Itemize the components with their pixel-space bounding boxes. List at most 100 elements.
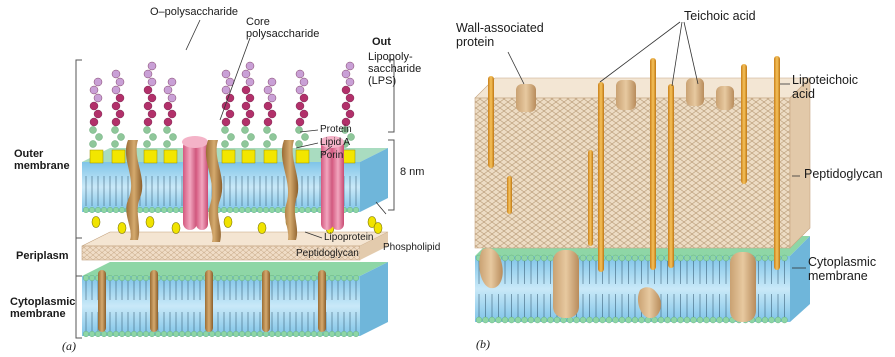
phospholipid-head — [684, 317, 690, 323]
o-chain-bead — [144, 102, 152, 110]
phospholipid-head — [347, 331, 353, 337]
phospholipid-head — [535, 317, 541, 323]
phospholipid-head — [541, 317, 547, 323]
phospholipid-head — [509, 255, 515, 261]
phospholipid-head — [167, 331, 173, 337]
cytoplasmic-membrane-a — [82, 262, 388, 337]
phospholipid-head — [269, 207, 275, 213]
phospholipid-head — [263, 331, 269, 337]
phospholipid-head — [101, 331, 107, 337]
phospholipid-head — [107, 331, 113, 337]
o-chain-bead — [246, 62, 254, 70]
phospholipid-head — [131, 275, 137, 281]
phospholipid-head — [83, 207, 89, 213]
o-chain-bead — [300, 94, 308, 102]
phospholipid-head — [600, 317, 606, 323]
phospholipid-head — [275, 331, 281, 337]
o-chain-bead — [342, 102, 350, 110]
o-chain-bead — [148, 78, 156, 86]
phospholipid-head — [185, 331, 191, 337]
lipoprotein — [92, 217, 100, 228]
phospholipid-head — [619, 255, 625, 261]
o-chain-bead — [222, 86, 230, 94]
phospholipid-head — [137, 207, 143, 213]
o-chain-bead — [94, 78, 102, 86]
phospholipid-head — [671, 317, 677, 323]
phospholipid-head — [710, 255, 716, 261]
phospholipid-head — [89, 331, 95, 337]
label-core-polysaccharide: Core polysaccharide — [246, 16, 319, 40]
core-bead — [144, 127, 151, 134]
core-bead — [112, 141, 119, 148]
o-chain-bead — [300, 110, 308, 118]
lipid-a-block — [164, 150, 177, 163]
core-bead — [164, 141, 171, 148]
phospholipid-head — [125, 275, 131, 281]
phospholipid-head — [639, 317, 645, 323]
o-chain-bead — [116, 110, 124, 118]
phospholipid-head — [347, 275, 353, 281]
phospholipid-head — [704, 317, 710, 323]
lipid-a-block — [264, 150, 277, 163]
o-chain-bead — [168, 78, 176, 86]
phospholipid-head — [619, 317, 625, 323]
o-chain-bead — [94, 110, 102, 118]
phospholipid-head — [632, 317, 638, 323]
o-chain-bead — [168, 94, 176, 102]
o-chain-bead — [342, 70, 350, 78]
lipid-a-block — [222, 150, 235, 163]
phospholipid-head — [541, 255, 547, 261]
core-bead — [270, 134, 277, 141]
phospholipid-head — [691, 255, 697, 261]
o-chain-bead — [264, 86, 272, 94]
phospholipid-head — [263, 207, 269, 213]
phospholipid-head — [197, 331, 203, 337]
o-chain-bead — [144, 86, 152, 94]
phospholipid-head — [580, 255, 586, 261]
lipid-a-block — [296, 150, 309, 163]
phospholipid-head — [119, 207, 125, 213]
phospholipid-head — [281, 331, 287, 337]
phospholipid-head — [782, 317, 788, 323]
o-chain-bead — [90, 118, 98, 126]
phospholipid-head — [143, 275, 149, 281]
phospholipid-head — [233, 275, 239, 281]
phospholipid-head — [762, 317, 768, 323]
label-phospholipid: Phospholipid — [383, 242, 440, 253]
phospholipid-head — [335, 275, 341, 281]
phospholipid-head — [574, 317, 580, 323]
phospholipid-head — [587, 317, 593, 323]
phospholipid-head — [522, 255, 528, 261]
label-wall-associated-protein: Wall-associated protein — [456, 22, 544, 50]
label-lipoteichoic-acid: Lipoteichoic acid — [792, 74, 858, 102]
o-chain-bead — [168, 110, 176, 118]
phospholipid-head — [684, 255, 690, 261]
o-chain-bead — [246, 94, 254, 102]
phospholipid-head — [548, 317, 554, 323]
label-cytoplasmic-membrane-a: Cytoplasmic membrane — [10, 296, 75, 320]
phospholipid-head — [329, 331, 335, 337]
lipoprotein — [172, 223, 180, 234]
o-chain-bead — [90, 102, 98, 110]
lipid-a-block — [242, 150, 255, 163]
phospholipid-head — [221, 275, 227, 281]
phospholipid-head — [587, 255, 593, 261]
phospholipid-head — [239, 275, 245, 281]
phospholipid-head — [239, 207, 245, 213]
o-chain-bead — [144, 70, 152, 78]
phospholipid-head — [167, 207, 173, 213]
phospholipid-head — [554, 317, 560, 323]
label-protein: Protein — [320, 124, 352, 135]
core-bead — [118, 134, 125, 141]
phospholipid-head — [173, 207, 179, 213]
phospholipid-head — [239, 331, 245, 337]
caption-b: (b) — [476, 338, 490, 351]
o-chain-bead — [226, 110, 234, 118]
phospholipid-head — [632, 255, 638, 261]
phospholipid-head — [251, 207, 257, 213]
label-peptidoglycan-b: Peptidoglycan — [804, 168, 883, 182]
phospholipid-head — [257, 207, 263, 213]
label-outer-membrane: Outer membrane — [14, 148, 70, 172]
phospholipid-head — [257, 275, 263, 281]
